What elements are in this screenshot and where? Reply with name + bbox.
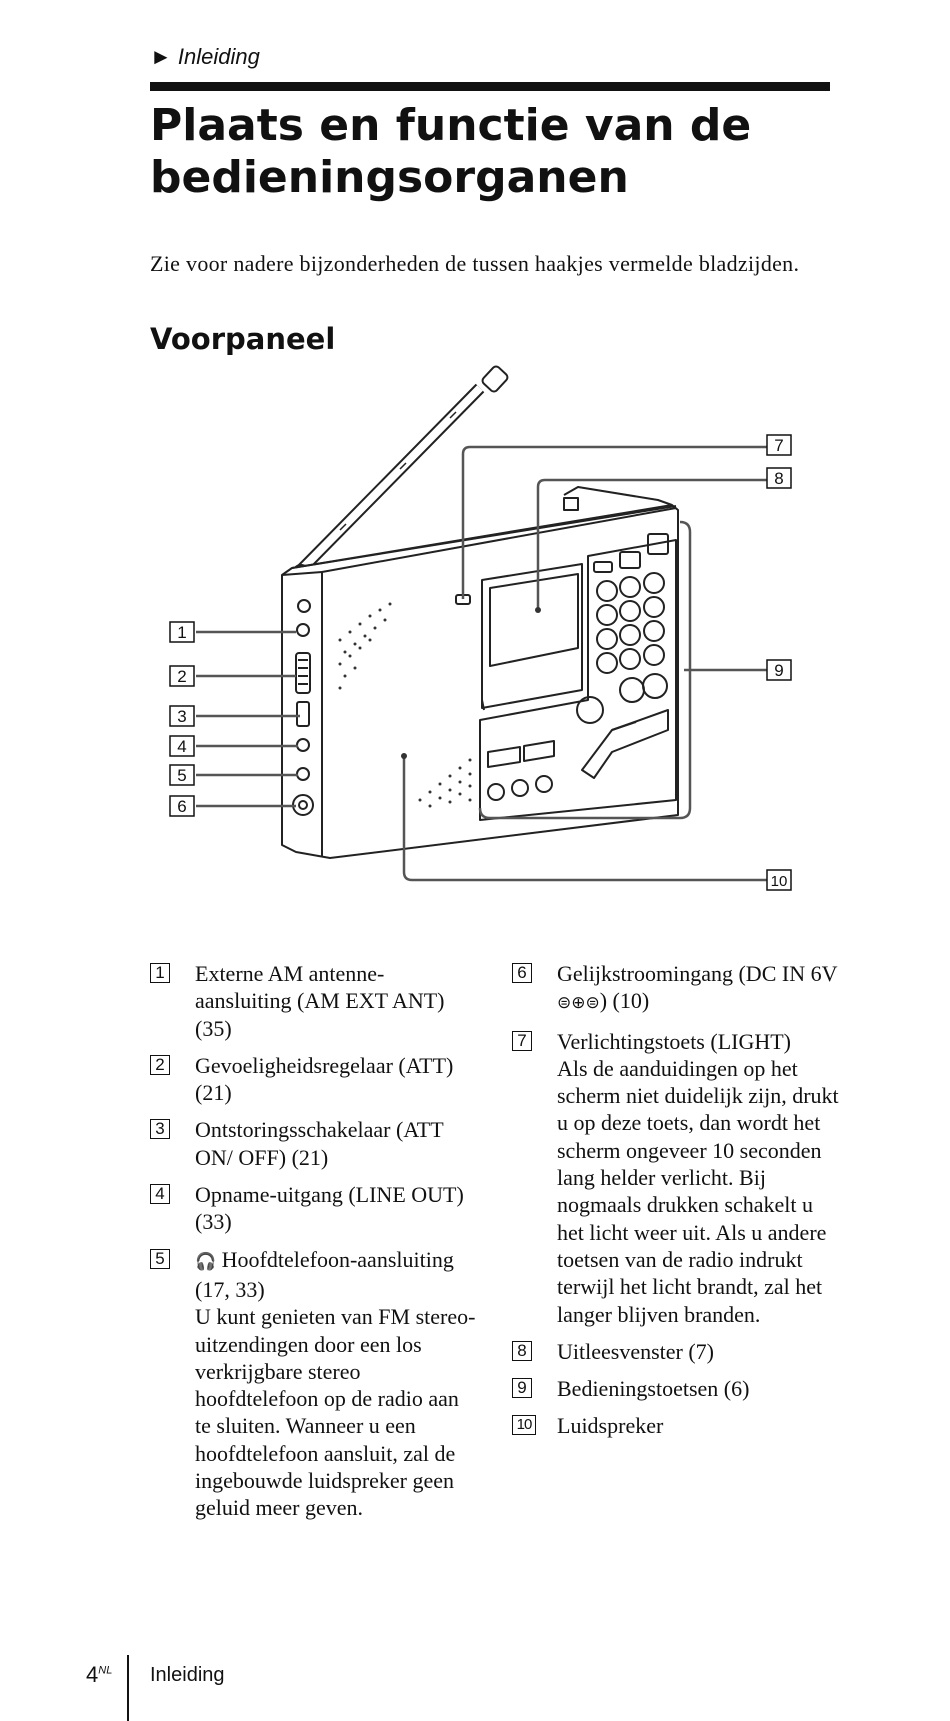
item-description: U kunt genieten van FM stereo-uitzending… bbox=[195, 1304, 476, 1521]
item-number: 9 bbox=[512, 1378, 532, 1399]
list-item: 10 Luidspreker bbox=[512, 1412, 842, 1439]
callout-9: 9 bbox=[766, 659, 792, 681]
list-item: 8 Uitleesvenster (7) bbox=[512, 1338, 842, 1365]
dc-polarity-icon: ⊜⊕⊜ bbox=[557, 993, 600, 1014]
item-description: Als de aanduidingen op het scherm niet d… bbox=[557, 1055, 839, 1327]
item-number: 3 bbox=[150, 1119, 170, 1140]
svg-text:7: 7 bbox=[774, 436, 783, 455]
item-text: Gelijkstroomingang (DC IN 6V bbox=[557, 961, 838, 986]
list-item: 5 🎧 Hoofdtelefoon-aansluiting (17, 33) U… bbox=[150, 1246, 480, 1522]
item-number: 1 bbox=[150, 963, 170, 983]
svg-text:1: 1 bbox=[177, 623, 186, 642]
item-text: Luidspreker bbox=[557, 1413, 664, 1439]
speaker-grille bbox=[338, 602, 472, 808]
list-item: 4 Opname-uitgang (LINE OUT) (33) bbox=[150, 1181, 480, 1236]
svg-text:4: 4 bbox=[177, 737, 186, 756]
list-item: 1 Externe AM antenne-aansluiting (AM EXT… bbox=[150, 960, 480, 1042]
item-number: 10 bbox=[512, 1415, 536, 1436]
svg-text:2: 2 bbox=[177, 667, 186, 686]
item-text: Externe AM antenne-aansluiting (AM EXT A… bbox=[195, 961, 445, 1041]
list-item: 9 Bedieningstoetsen (6) bbox=[512, 1375, 842, 1402]
side-controls bbox=[292, 599, 314, 816]
page-title: Plaats en functie van de bedieningsorgan… bbox=[150, 100, 752, 203]
item-number: 8 bbox=[512, 1340, 532, 1361]
callout-1: 1 bbox=[169, 621, 195, 643]
section-tag: ► Inleiding bbox=[150, 44, 260, 69]
item-number: 7 bbox=[512, 1030, 532, 1051]
item-text: Bedieningstoetsen (6) bbox=[557, 1376, 750, 1402]
item-number: 5 bbox=[150, 1248, 170, 1269]
item-text: Gevoeligheidsregelaar (ATT) (21) bbox=[195, 1052, 454, 1106]
callout-10: 10 bbox=[766, 869, 792, 891]
svg-text:3: 3 bbox=[177, 707, 186, 726]
list-item: 2 Gevoeligheidsregelaar (ATT) (21) bbox=[150, 1052, 480, 1107]
list-item: 7 Verlichtingstoets (LIGHT) Als de aandu… bbox=[512, 1028, 842, 1328]
subheading-voorpaneel: Voorpaneel bbox=[150, 322, 336, 356]
page-number: 4NL bbox=[86, 1662, 113, 1687]
svg-text:5: 5 bbox=[177, 766, 186, 785]
item-list-left: 1 Externe AM antenne-aansluiting (AM EXT… bbox=[150, 960, 480, 1532]
callout-6: 6 bbox=[169, 795, 195, 817]
footer-divider bbox=[127, 1655, 129, 1721]
callout-8: 8 bbox=[766, 467, 792, 489]
callout-2: 2 bbox=[169, 665, 195, 687]
item-text: Hoofdtelefoon-aansluiting (17, 33) bbox=[195, 1246, 454, 1302]
list-item: 3 Ontstoringsschakelaar (ATT ON/ OFF) (2… bbox=[150, 1116, 480, 1171]
callout-7: 7 bbox=[766, 434, 792, 456]
radio-front-panel-diagram: 1 2 3 4 5 6 7 8 9 10 bbox=[169, 365, 792, 891]
item-list-right: 6 Gelijkstroomingang (DC IN 6V ⊜⊕⊜) (10)… bbox=[512, 960, 842, 1450]
item-text: Ontstoringsschakelaar (ATT ON/ OFF) (21) bbox=[195, 1117, 444, 1170]
headphones-icon: 🎧 bbox=[195, 1251, 217, 1272]
header-rule bbox=[150, 82, 830, 91]
item-text: Opname-uitgang (LINE OUT) (33) bbox=[195, 1182, 464, 1235]
language-code: NL bbox=[98, 1664, 113, 1677]
item-number: 4 bbox=[150, 1184, 170, 1205]
svg-text:6: 6 bbox=[177, 797, 186, 816]
keypad bbox=[479, 533, 677, 821]
callout-4: 4 bbox=[169, 735, 195, 757]
display-window bbox=[481, 563, 583, 711]
item-number: 2 bbox=[150, 1054, 170, 1075]
item-text-suffix: ) (10) bbox=[599, 988, 650, 1014]
intro-text: Zie voor nadere bijzonderheden de tussen… bbox=[150, 251, 800, 276]
svg-text:10: 10 bbox=[771, 873, 788, 890]
footer-section-label: Inleiding bbox=[150, 1664, 225, 1686]
callout-5: 5 bbox=[169, 764, 195, 786]
item-text: Uitleesvenster (7) bbox=[557, 1338, 714, 1364]
list-item: 6 Gelijkstroomingang (DC IN 6V ⊜⊕⊜) (10) bbox=[512, 960, 842, 1018]
antenna-icon bbox=[292, 365, 509, 582]
callout-3: 3 bbox=[169, 705, 195, 727]
item-text: Verlichtingstoets (LIGHT) bbox=[557, 1028, 791, 1054]
svg-text:8: 8 bbox=[774, 469, 783, 488]
item-number: 6 bbox=[512, 963, 532, 983]
svg-text:9: 9 bbox=[774, 661, 783, 680]
